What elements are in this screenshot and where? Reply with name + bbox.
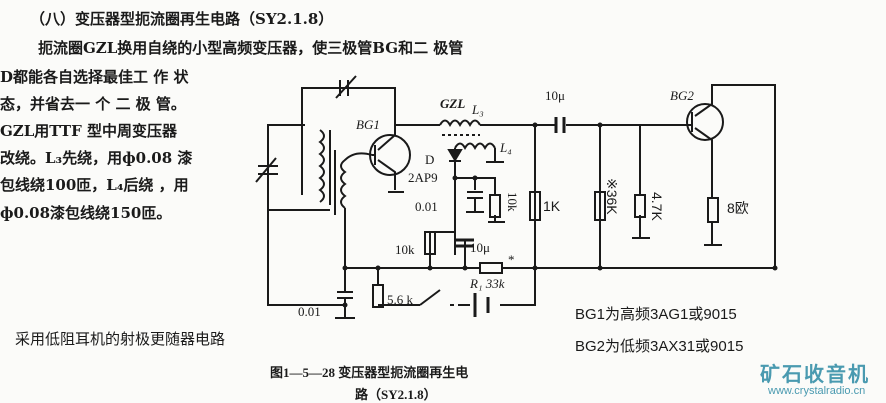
paragraph-line: ф0.08漆包线绕150匝。 xyxy=(0,204,172,222)
label-res-10k: 10k xyxy=(395,242,415,257)
cap-10u-bottom xyxy=(456,238,474,248)
label-res-10k-v: 10k xyxy=(505,192,520,212)
figure-caption: 图1—5—28 变压器型扼流圈再生电 xyxy=(270,365,469,380)
transformer-secondary xyxy=(340,152,373,268)
label-cap-10u-bottom: 10μ xyxy=(470,240,490,255)
label-res-36k: ※36K xyxy=(604,178,620,215)
watermark-title: 矿石收音机 xyxy=(760,362,870,386)
label-asterisk: * xyxy=(508,252,515,267)
note-left: 采用低阻耳机的射极更随器电路 xyxy=(15,331,226,348)
l3-coil xyxy=(439,119,481,128)
label-gzl: GZL xyxy=(440,96,466,111)
res-56k xyxy=(372,284,384,308)
battery xyxy=(473,293,490,317)
note-bg2: BG2为低频3AX31或9015 xyxy=(575,338,744,355)
label-r1: R₁ 33k xyxy=(470,276,505,291)
label-l3: L₃ xyxy=(472,102,484,117)
watermark-url: www.crystalradio.cn xyxy=(768,385,866,397)
section-title: （八）变压器型扼流圈再生电路（SY2.1.8） xyxy=(30,10,334,28)
paragraph-line: 包线绕100匝，L₄后绕 ，用 xyxy=(0,176,189,194)
paragraph-line: GZL用TTF 型中周变压器 xyxy=(0,122,177,140)
cap-10u-top xyxy=(554,117,566,133)
label-l4: L₄ xyxy=(500,140,512,155)
res-10k-v xyxy=(489,194,501,218)
label-cap-10u-top: 10μ xyxy=(545,88,565,103)
speaker xyxy=(707,197,719,223)
label-cap-001-bottom: 0.01 xyxy=(298,304,321,319)
figure-caption-cont: 路（SY2.1.8） xyxy=(355,387,437,402)
diode xyxy=(447,149,463,162)
transformer-core xyxy=(329,130,336,215)
label-bg2: BG2 xyxy=(670,88,694,103)
feedback-wire xyxy=(301,87,396,195)
label-diode: D xyxy=(425,152,435,167)
tank-wire xyxy=(267,124,345,306)
res-r1 xyxy=(479,262,503,274)
note-bg1: BG1为高频3AG1或9015 xyxy=(575,306,737,323)
bg1-transistor xyxy=(369,134,411,176)
switch xyxy=(419,289,454,306)
transformer-primary xyxy=(318,129,325,203)
paragraph-line: D都能各自选择最佳工 作 状 xyxy=(0,68,189,86)
label-res-47k: 4.7K xyxy=(649,192,665,221)
label-res-1k: 1K xyxy=(543,198,561,214)
paragraph-line: 改绕。L₃先绕，用ф0.08 漆 xyxy=(0,149,193,167)
feedback-variable-capacitor xyxy=(335,75,357,99)
res-47k xyxy=(634,194,646,218)
bg2-transistor xyxy=(686,103,724,141)
label-speaker: 8欧 xyxy=(727,200,749,216)
res-1k xyxy=(529,191,541,221)
paragraph-line: 态，并省去一 个 二 极 管。 xyxy=(0,95,186,113)
l4-coil xyxy=(454,142,504,255)
label-cap-001-mid: 0.01 xyxy=(415,199,438,214)
label-res-56k: 5.6 k xyxy=(387,292,413,307)
res-36k xyxy=(594,191,606,221)
paragraph-line: 扼流圈GZL换用自绕的小型高频变压器，使三极管BG和二 极管 xyxy=(38,39,464,57)
label-bg1: BG1 xyxy=(356,117,380,132)
variable-capacitor xyxy=(255,157,278,183)
label-diode-type: 2AP9 xyxy=(408,170,438,185)
